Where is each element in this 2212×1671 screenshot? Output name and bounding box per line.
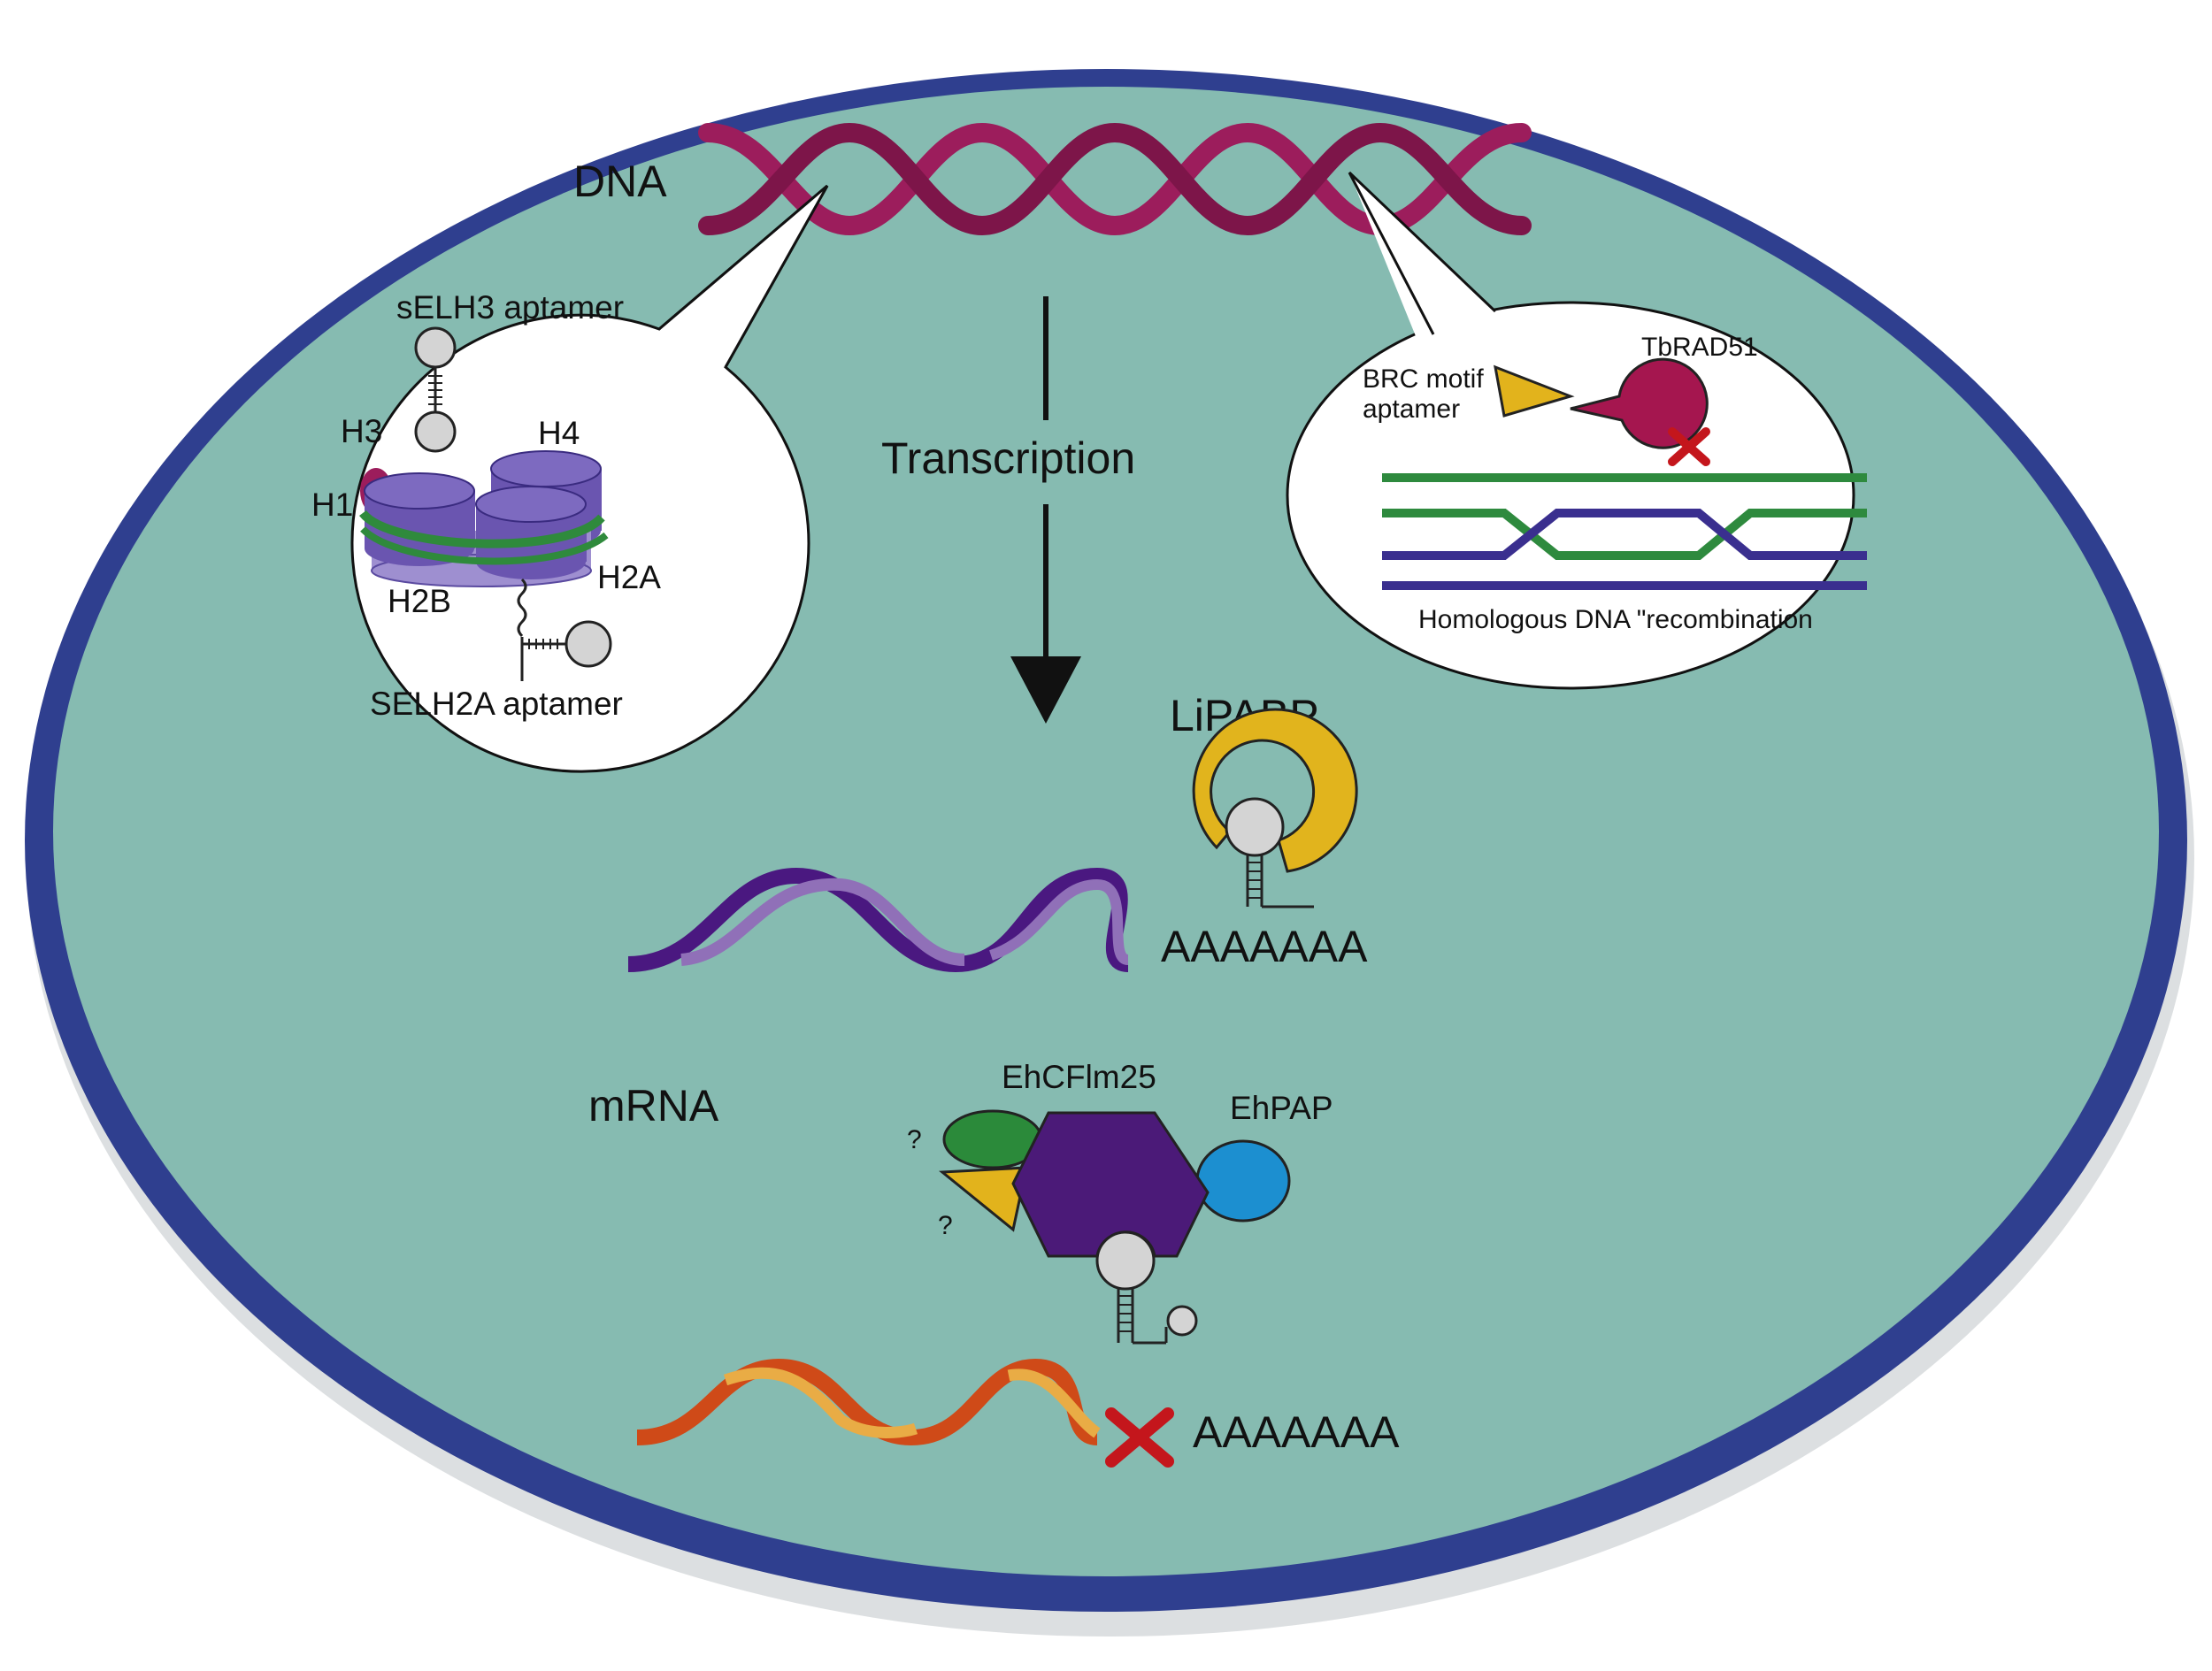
rad51-body xyxy=(1570,357,1709,449)
callout-bubble-right xyxy=(1286,301,1855,690)
ehcflm25-bound-aptamer xyxy=(1095,1230,1198,1345)
h2b-label: H2B xyxy=(388,583,451,619)
h4-label: H4 xyxy=(538,415,580,451)
tbrad51-protein xyxy=(1494,357,1709,449)
ehpap-protein xyxy=(1195,1139,1291,1223)
histone-octamer xyxy=(359,450,609,587)
mrna-strand-purple xyxy=(627,867,1130,973)
dna-label: DNA xyxy=(573,157,667,206)
h3-label: H3 xyxy=(341,413,382,449)
question-mark-upper: ? xyxy=(907,1125,922,1154)
brc-motif-label: BRC motif xyxy=(1363,364,1484,394)
polya-tail-top: AAAAAAA xyxy=(1161,922,1368,971)
polyadenylation-block-x xyxy=(1105,1407,1174,1468)
recombination-strands xyxy=(1382,473,1867,590)
ehcflm25-label: EhCFlm25 xyxy=(1002,1059,1156,1095)
cell-cytoplasm xyxy=(53,87,2159,1576)
lipabp-bound-aptamer xyxy=(1225,797,1314,908)
recombination-block-x xyxy=(1668,427,1710,466)
brc-aptamer-triangle xyxy=(1494,364,1575,418)
mrna-strand-orange xyxy=(636,1358,1101,1446)
h1-label: H1 xyxy=(311,487,353,523)
tbrad51-label: TbRAD51 xyxy=(1641,333,1758,362)
selh3-aptamer-label: sELH3 aptamer xyxy=(396,289,624,326)
selh3-aptamer xyxy=(414,326,457,453)
brc-aptamer-label: aptamer xyxy=(1363,395,1460,424)
selh2a-aptamer xyxy=(517,578,612,681)
recombination-callout xyxy=(1286,171,1855,690)
ehpap-label: EhPAP xyxy=(1230,1090,1333,1126)
h2a-label: H2A xyxy=(597,559,661,595)
cleavage-complex xyxy=(939,1109,1291,1258)
question-mark-lower: ? xyxy=(938,1211,953,1240)
transcription-label: Transcription xyxy=(881,433,1135,483)
nucleosome-dna-wrap xyxy=(359,510,605,548)
lipabp-protein xyxy=(1192,708,1358,873)
polya-tail-bottom: AAAAAAA xyxy=(1193,1407,1400,1457)
selh2a-aptamer-label: SELH2A aptamer xyxy=(370,686,623,722)
transcription-arrow xyxy=(1010,296,1081,724)
dna-strand-2 xyxy=(698,122,1532,236)
cell xyxy=(25,69,2194,1637)
recombination-label: Homologous DNA "recombination xyxy=(1418,605,1813,634)
mrna-label: mRNA xyxy=(588,1081,719,1131)
arrow-head xyxy=(1010,656,1081,724)
